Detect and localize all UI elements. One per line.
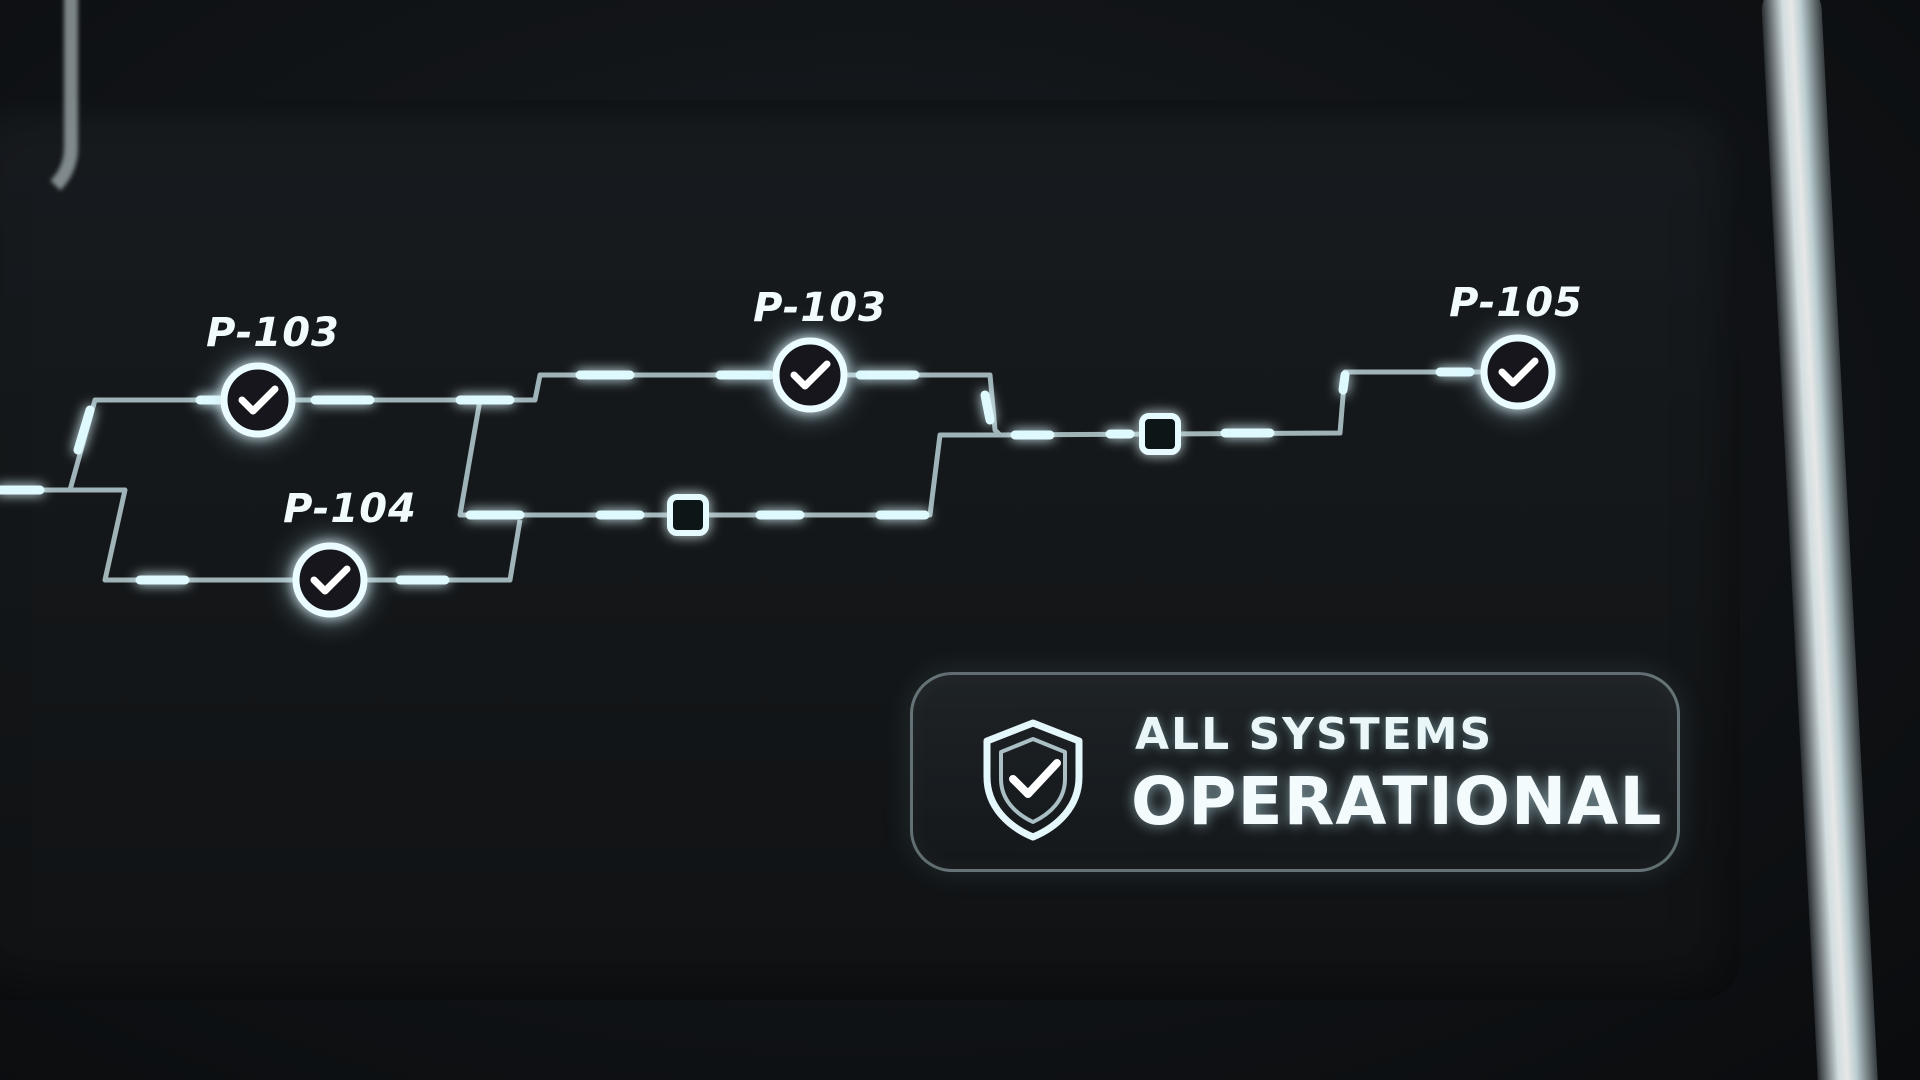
device-bezel-left — [0, 0, 78, 208]
check-icon — [1498, 357, 1539, 387]
connection-line — [70, 487, 523, 583]
status-value: OPERATIONAL — [1131, 763, 1663, 840]
connection-line — [999, 369, 1515, 438]
node-label: P-104 — [283, 486, 417, 532]
pipeline-node[interactable]: P-103 — [753, 285, 887, 419]
check-icon — [790, 360, 831, 390]
node-label: P-105 — [1449, 280, 1583, 326]
connection-line — [457, 399, 1000, 518]
node-label: P-103 — [753, 285, 887, 331]
connection-line — [480, 372, 1002, 437]
check-icon — [238, 385, 279, 415]
junctions — [667, 413, 1181, 536]
signal-pulse — [73, 405, 95, 455]
signal-pulse — [1338, 370, 1350, 395]
shield-check-icon — [983, 719, 1083, 841]
pipeline-node[interactable]: P-103 — [206, 310, 340, 444]
status-card: ALL SYSTEMS OPERATIONAL — [910, 672, 1680, 872]
signal-pulse — [980, 390, 995, 425]
status-title: ALL SYSTEMS — [1135, 709, 1494, 760]
junction-valve — [1139, 413, 1181, 455]
check-icon — [310, 565, 351, 595]
junction-valve — [667, 494, 709, 536]
pipeline-node[interactable]: P-104 — [283, 486, 417, 624]
pipeline-node[interactable]: P-105 — [1449, 280, 1583, 416]
node-label: P-103 — [206, 310, 340, 356]
